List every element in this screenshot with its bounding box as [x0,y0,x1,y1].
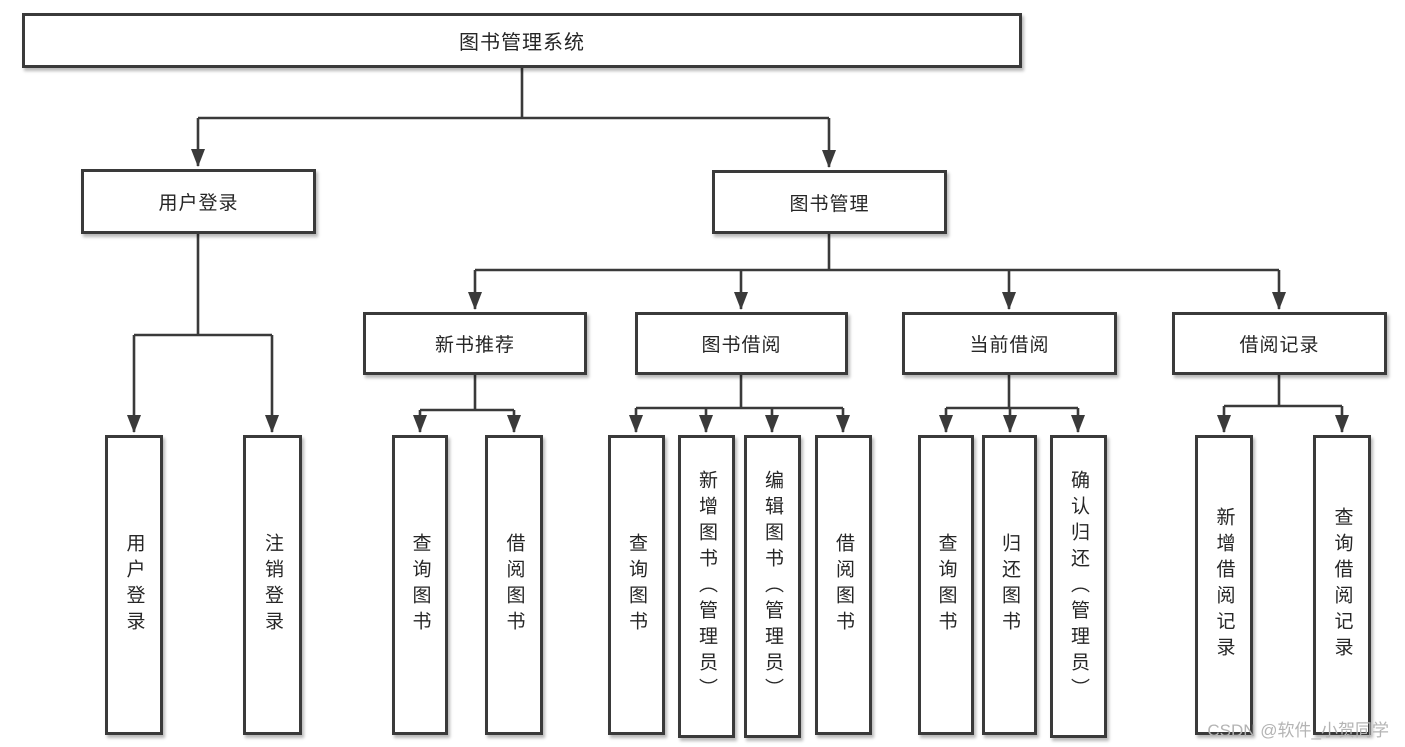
node-label: 编辑图书（管理员） [762,469,783,704]
node-label: 用户登录 [158,193,239,214]
connector-root-to-level2 [191,68,836,168]
node-borrow-records: 借阅记录 [1172,312,1387,375]
node-label: 查询图书 [935,533,957,637]
node-book-management-branch: 图书管理 [712,170,947,234]
node-label: 确认归还（管理员） [1068,469,1089,704]
connector-book-borrow-to-leaves [629,375,850,433]
leaf-logout: 注销登录 [243,435,302,735]
node-label: 新增图书（管理员） [696,469,717,704]
connector-borrow-records-to-leaves [1217,375,1349,433]
leaf-add-books-admin: 新增图书（管理员） [678,435,735,738]
node-label: 借阅记录 [1239,335,1320,356]
node-label: 当前借阅 [969,335,1050,356]
leaf-borrow-books-2: 借阅图书 [815,435,872,735]
node-label: 查询图书 [409,533,431,637]
connector-new-book-to-leaves [413,375,521,433]
leaf-borrow-books-1: 借阅图书 [485,435,543,735]
node-library-management-system: 图书管理系统 [22,13,1022,68]
leaf-query-books-3: 查询图书 [918,435,974,735]
node-new-book-recommend: 新书推荐 [363,312,587,375]
leaf-user-login: 用户登录 [105,435,163,735]
node-label: 新增借阅记录 [1213,507,1235,663]
leaf-edit-books-admin: 编辑图书（管理员） [744,435,801,738]
node-label: 用户登录 [123,533,145,637]
node-book-borrow: 图书借阅 [635,312,848,375]
leaf-query-books-1: 查询图书 [392,435,448,735]
node-current-borrow: 当前借阅 [902,312,1117,375]
node-label: 图书借阅 [701,335,782,356]
csdn-watermark: CSDN @软件_小贺同学 [1207,721,1389,740]
connector-current-borrow-to-leaves [939,375,1085,433]
node-user-login-branch: 用户登录 [81,169,316,234]
node-label: 归还图书 [999,533,1020,637]
node-label: 注销登录 [262,533,283,637]
node-label: 借阅图书 [503,533,525,637]
connector-user-login-to-leaves [127,234,279,433]
node-label: 查询借阅记录 [1331,507,1353,663]
node-label: 新书推荐 [434,335,515,356]
node-label: 查询图书 [626,533,647,637]
leaf-return-books: 归还图书 [982,435,1037,735]
leaf-add-borrow-record: 新增借阅记录 [1195,435,1253,735]
node-label: 图书管理系统 [459,32,585,54]
node-label: 图书管理 [789,193,870,215]
leaf-query-books-2: 查询图书 [608,435,665,735]
connector-book-mgmt-to-modules [468,234,1286,310]
node-label: 借阅图书 [833,533,854,637]
leaf-confirm-return-admin: 确认归还（管理员） [1050,435,1107,738]
leaf-query-borrow-record: 查询借阅记录 [1313,435,1371,735]
